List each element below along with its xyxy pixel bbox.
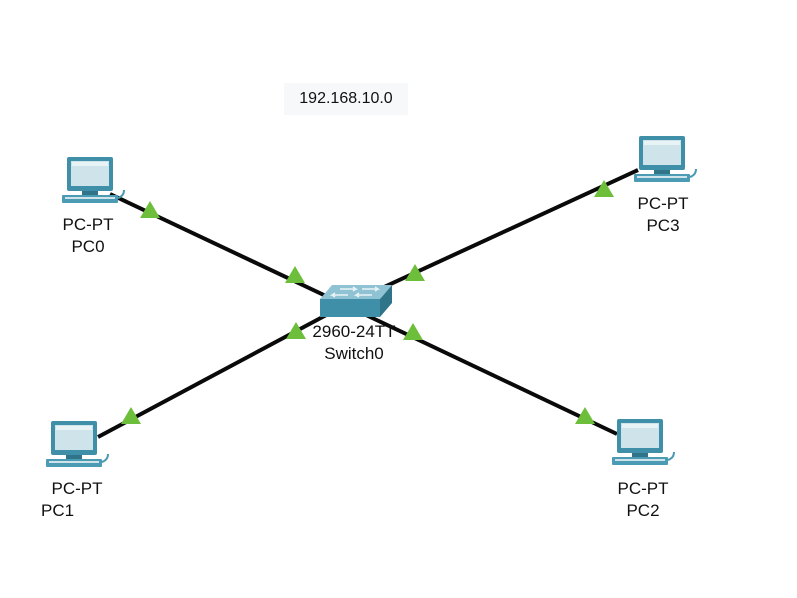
port-up-icon: [575, 407, 595, 424]
pc0-name-label[interactable]: PC0: [71, 237, 105, 256]
pc3-model-label: PC-PT: [637, 194, 689, 213]
pc-icon: [612, 419, 675, 465]
network-address-note[interactable]: 192.168.10.0: [284, 83, 408, 115]
link-pc3-switch0[interactable]: [344, 168, 639, 307]
pc0-device[interactable]: [60, 156, 126, 206]
port-status-layer: [121, 180, 614, 424]
switch0-name-label[interactable]: Switch0: [324, 344, 384, 363]
pc-icon: [634, 136, 697, 182]
pc1-name-label[interactable]: PC1: [41, 501, 75, 520]
port-up-icon: [285, 266, 305, 283]
pc1-labels: PC-PT PC1: [17, 478, 137, 522]
pc-icon: [46, 421, 109, 467]
switch0-labels: 2960-24TT Switch0: [294, 321, 414, 365]
links-layer: [97, 168, 639, 439]
pc2-device[interactable]: [610, 418, 676, 468]
link-pc2-switch0[interactable]: [344, 303, 618, 436]
port-up-icon: [140, 201, 160, 218]
link-pc1-switch0[interactable]: [97, 303, 346, 439]
pc3-labels: PC-PT PC3: [603, 193, 723, 237]
pc2-name-label[interactable]: PC2: [626, 501, 660, 520]
switch-icon: [320, 285, 392, 317]
pc1-device[interactable]: [44, 420, 110, 470]
pc2-model-label: PC-PT: [617, 479, 669, 498]
pc1-model-label: PC-PT: [51, 479, 103, 498]
port-up-icon: [121, 407, 141, 424]
pc3-device[interactable]: [632, 135, 698, 185]
pc0-labels: PC-PT PC0: [28, 214, 148, 258]
port-up-icon: [594, 180, 614, 197]
port-up-icon: [403, 323, 423, 340]
pc2-labels: PC-PT PC2: [583, 478, 703, 522]
pc3-name-label[interactable]: PC3: [646, 216, 680, 235]
pc0-model-label: PC-PT: [62, 215, 114, 234]
port-up-icon: [405, 264, 425, 281]
pc-icon: [62, 157, 125, 203]
port-up-icon: [286, 322, 306, 339]
switch0-model-label: 2960-24TT: [312, 322, 396, 341]
switch0-device[interactable]: [318, 281, 396, 323]
